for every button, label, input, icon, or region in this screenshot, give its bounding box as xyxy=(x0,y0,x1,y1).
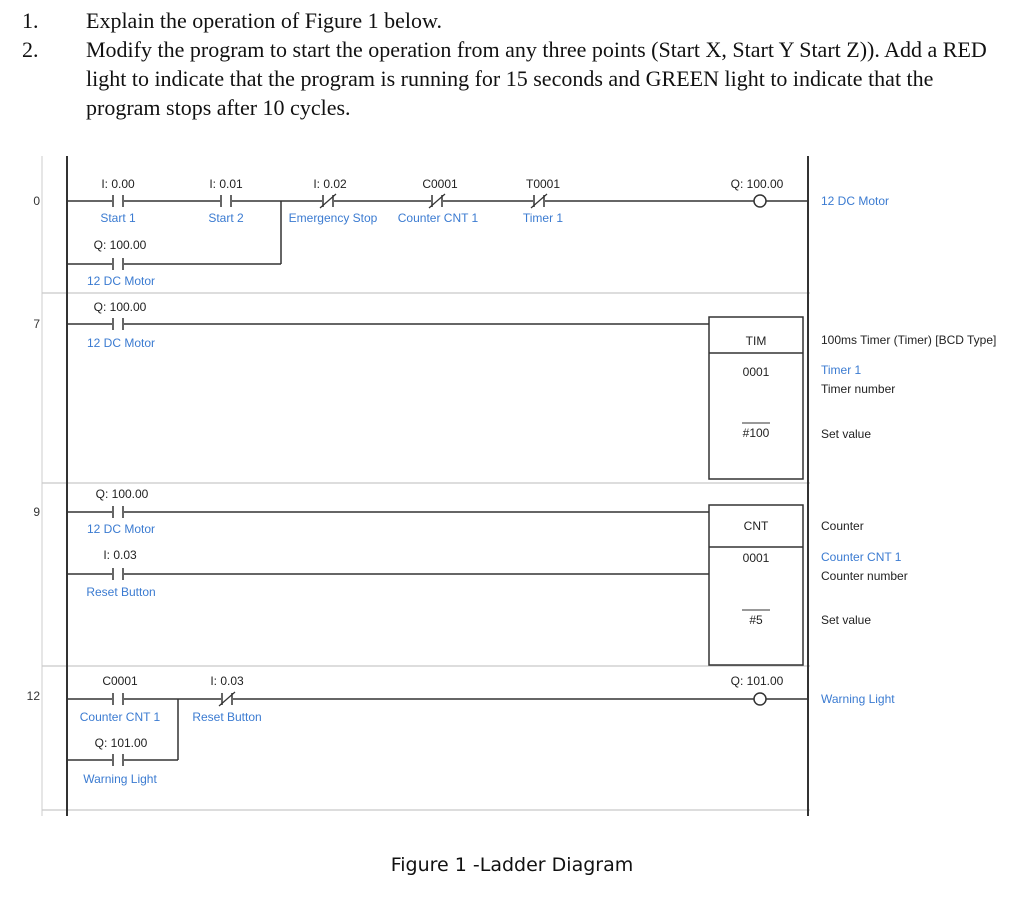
nc-slash xyxy=(530,193,548,209)
coil-comment: Warning Light xyxy=(821,692,895,706)
contact-address: I: 0.03 xyxy=(103,548,137,562)
rung-number: 7 xyxy=(33,317,40,331)
counter-name: CNT xyxy=(744,519,769,533)
rung-separators xyxy=(42,292,810,811)
contact-address: I: 0.02 xyxy=(313,177,347,191)
rung-9-wires xyxy=(67,511,709,575)
contact-address: I: 0.03 xyxy=(210,674,244,688)
coil-motor: Q: 100.00 12 DC Motor xyxy=(731,177,889,208)
contact-motor-timer-enable: Q: 100.00 12 DC Motor xyxy=(87,300,155,350)
contact-label: Reset Button xyxy=(192,710,261,724)
counter-comments: Counter Counter CNT 1 Counter number Set… xyxy=(821,519,908,627)
timer-box xyxy=(708,316,804,480)
figure-caption: Figure 1 -Ladder Diagram xyxy=(390,854,634,876)
contact-label: Start 1 xyxy=(100,211,136,225)
counter-set-value: #5 xyxy=(749,613,763,627)
contact-address: Q: 100.00 xyxy=(94,238,147,252)
contact-label: 12 DC Motor xyxy=(87,522,155,536)
contact-label: Reset Button xyxy=(86,585,155,599)
contact-start-2: I: 0.01 Start 2 xyxy=(208,177,244,225)
contact-label: Emergency Stop xyxy=(289,211,378,225)
question-1-number: 1. xyxy=(22,8,39,33)
counter-name-comment: Counter CNT 1 xyxy=(821,550,902,564)
coil-symbol xyxy=(753,692,767,706)
contact-label: Warning Light xyxy=(83,772,157,786)
contact-label: Counter CNT 1 xyxy=(398,211,479,225)
nc-slash xyxy=(428,193,446,209)
counter-number-label: Counter number xyxy=(821,569,908,583)
timer-block: TIM 0001 #100 xyxy=(708,316,804,480)
rung-12-wires xyxy=(67,698,808,761)
timer-set-value: #100 xyxy=(743,426,770,440)
contact-emergency-stop: I: 0.02 Emergency Stop xyxy=(289,177,378,225)
nc-slash xyxy=(218,691,236,707)
contact-address: T0001 xyxy=(526,177,560,191)
contact-reset-nc: I: 0.03 Reset Button xyxy=(192,674,261,724)
contact-label: 12 DC Motor xyxy=(87,274,155,288)
timer-name-comment: Timer 1 xyxy=(821,363,862,377)
coil-warning-light: Q: 101.00 Warning Light xyxy=(731,674,896,706)
counter-number: 0001 xyxy=(743,551,770,565)
contact-address: I: 0.00 xyxy=(101,177,135,191)
coil-address: Q: 100.00 xyxy=(731,177,784,191)
rung-number: 0 xyxy=(33,194,40,208)
contact-label: Counter CNT 1 xyxy=(80,710,161,724)
contact-address: Q: 101.00 xyxy=(95,736,148,750)
timer-number-label: Timer number xyxy=(821,382,895,396)
rung-0-wires xyxy=(67,200,808,265)
timer-name: TIM xyxy=(746,334,767,348)
question-2-number: 2. xyxy=(22,37,39,62)
contact-counter-cnt-1: C0001 Counter CNT 1 xyxy=(398,177,479,225)
ladder-diagram: 0 7 9 12 I: 0.00 Start 1 I: 0.01 Start 2… xyxy=(27,156,996,816)
contact-reset-button: I: 0.03 Reset Button xyxy=(86,548,155,599)
coil-comment: 12 DC Motor xyxy=(821,194,889,208)
contact-address: I: 0.01 xyxy=(209,177,243,191)
contact-label: 12 DC Motor xyxy=(87,336,155,350)
nc-slash xyxy=(319,193,337,209)
contact-motor-count-input: Q: 100.00 12 DC Motor xyxy=(87,487,155,536)
coil-symbol xyxy=(753,194,767,208)
rung-number: 9 xyxy=(33,505,40,519)
question-2-text: Modify the program to start the operatio… xyxy=(86,37,987,120)
contact-label: Start 2 xyxy=(208,211,244,225)
contact-address: Q: 100.00 xyxy=(94,300,147,314)
coil-address: Q: 101.00 xyxy=(731,674,784,688)
contact-label: Timer 1 xyxy=(523,211,564,225)
contact-start-1: I: 0.00 Start 1 xyxy=(100,177,136,225)
timer-title: 100ms Timer (Timer) [BCD Type] xyxy=(821,333,996,347)
counter-block: CNT 0001 #5 xyxy=(708,504,804,666)
counter-set-label: Set value xyxy=(821,613,871,627)
counter-box xyxy=(708,504,804,666)
contact-warning-seal-in: Q: 101.00 Warning Light xyxy=(83,736,157,786)
contact-address: Q: 100.00 xyxy=(96,487,149,501)
counter-title: Counter xyxy=(821,519,864,533)
contact-timer-1: T0001 Timer 1 xyxy=(523,177,564,225)
contact-address: C0001 xyxy=(102,674,138,688)
contact-motor-seal-in: Q: 100.00 12 DC Motor xyxy=(87,238,155,288)
rung-number: 12 xyxy=(27,689,41,703)
question-1-text: Explain the operation of Figure 1 below. xyxy=(86,8,442,33)
timer-number: 0001 xyxy=(743,365,770,379)
contact-counter-done: C0001 Counter CNT 1 xyxy=(80,674,161,724)
contact-address: C0001 xyxy=(422,177,458,191)
timer-set-label: Set value xyxy=(821,427,871,441)
timer-comments: 100ms Timer (Timer) [BCD Type] Timer 1 T… xyxy=(821,333,996,441)
